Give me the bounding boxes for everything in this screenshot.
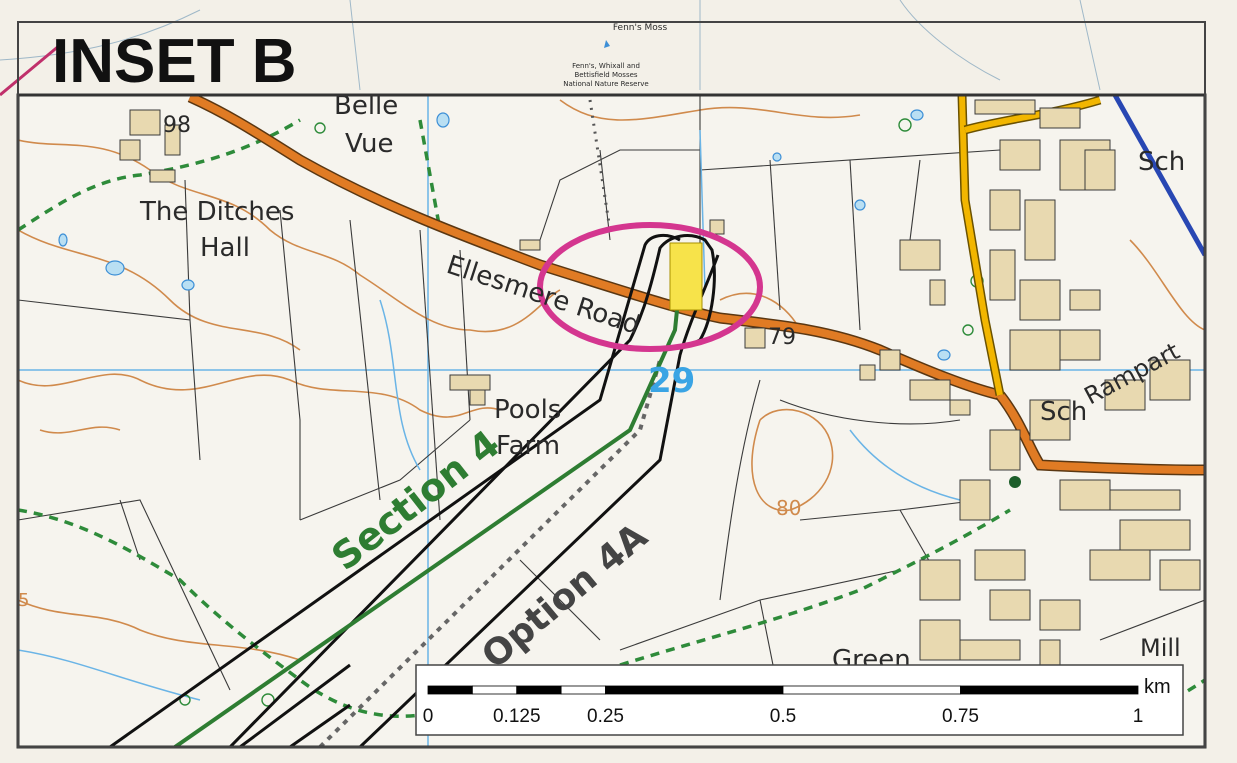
fenns-moss-label: Fenn's Moss [613,23,668,33]
scale-tick-label: 0.5 [770,706,796,727]
spot-height-98: 98 [163,113,191,138]
nature-reserve-line-3: National Nature Reserve [563,80,649,88]
scale-segment [960,685,1139,695]
nature-reserve-line-2: Bettisfield Mosses [574,71,637,79]
scale-segment [560,685,606,695]
yellow-road-branch [964,97,1101,133]
nature-reserve-label: Fenn's Moss Fenn's, Whixall and Bettisfi… [563,23,667,88]
nature-reserve-line-1: Fenn's, Whixall and [572,62,640,70]
option-4a-centreline [318,359,662,747]
town-buildings [709,99,1201,671]
field-boundaries [18,95,1205,701]
scale-bar-box [415,664,1184,736]
church-icon [1009,476,1021,488]
blue-boundary-line [1112,95,1205,257]
option-4a-corridor [109,233,720,747]
the-ditches-label: The Ditches [139,197,294,227]
yellow-road [959,95,1003,396]
belle-label: Belle [334,91,398,121]
scale-unit: km [1144,676,1171,698]
mill-label: Mill [1140,634,1181,662]
scale-bar-ticks: 0 0.125 0.25 0.5 0.75 1 [423,706,1144,727]
pools-label: Pools [494,395,561,425]
inset-title: INSET B [52,27,297,96]
inset-area [18,95,1205,747]
scale-tick-label: 1 [1133,706,1144,727]
contour-80-label: 80 [776,496,801,520]
farm-label: Farm [496,431,560,461]
outer-boundary-line [0,43,61,97]
water-icon [604,40,610,48]
grid-number-29: 29 [648,361,695,401]
rural-buildings [119,109,541,406]
scale-segment [782,685,961,695]
highlighted-site [669,242,703,311]
streams [18,129,961,701]
vue-label: Vue [345,129,394,159]
school-label-mid: Sch [1040,397,1087,427]
outer-strip-features [0,0,1101,91]
school-label-top: Sch [1138,147,1185,177]
scale-tick-label: 0.75 [942,706,979,727]
rampart-road [996,392,1205,474]
contour-5-label: 5 [18,590,29,611]
scale-tick-label: 0 [423,706,434,727]
scale-tick-label: 0.25 [587,706,624,727]
scale-bar: 0 0.125 0.25 0.5 0.75 1 km [415,664,1184,736]
focus-ring [537,222,763,352]
scale-segment [605,685,784,695]
outer-frame [17,21,1206,748]
scale-bar-segments [427,685,1139,695]
scale-segment [516,685,562,695]
scale-tick-label: 0.125 [493,706,541,727]
dotted-boundary [588,99,612,231]
spot-height-79: 79 [768,325,796,350]
scale-segment [427,685,473,695]
scale-segment [471,685,518,695]
grid-lines [18,95,1205,747]
hall-label: Hall [200,233,250,263]
ponds [58,109,951,361]
